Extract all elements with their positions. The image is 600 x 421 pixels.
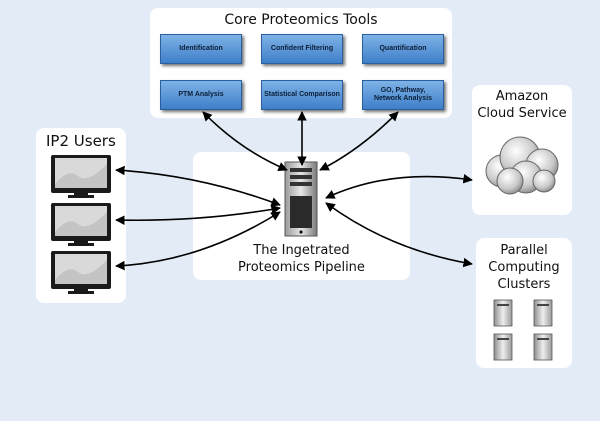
tool-ptm-analysis: PTM Analysis — [160, 80, 242, 110]
arrow-tools-right — [319, 111, 399, 171]
users-panel: IP2 Users — [36, 128, 126, 303]
arrow-user-3 — [115, 211, 281, 271]
tool-go-pathway-network: GO, Pathway, Network Analysis — [362, 80, 444, 110]
core-tools-panel: Core Proteomics Tools Identification Con… — [150, 8, 452, 118]
tool-quantification: Quantification — [362, 34, 444, 64]
tool-statistical-comparison: Statistical Comparison — [261, 80, 343, 110]
amazon-panel: Amazon Cloud Service — [472, 85, 572, 215]
parallel-title: Parallel Computing Clusters — [488, 243, 560, 292]
arrow-amazon — [325, 174, 473, 199]
arrow-user-1 — [115, 165, 281, 207]
amazon-title: Amazon Cloud Service — [477, 89, 567, 121]
server-tower-icon — [284, 161, 318, 237]
tool-confident-filtering: Confident Filtering — [261, 34, 343, 64]
arrow-tools-left — [202, 111, 288, 172]
parallel-panel: Parallel Computing Clusters — [476, 238, 572, 368]
monitor-icon — [51, 155, 111, 198]
users-title: IP2 Users — [46, 132, 116, 150]
tool-identification: Identification — [160, 34, 242, 64]
cluster-server-icon — [493, 299, 553, 361]
monitor-icon — [51, 251, 111, 294]
cloud-icon — [485, 136, 559, 195]
core-tools-title: Core Proteomics Tools — [224, 12, 378, 28]
arrow-parallel — [325, 202, 473, 268]
monitor-icon — [51, 203, 111, 246]
arrow-user-2 — [115, 204, 281, 226]
